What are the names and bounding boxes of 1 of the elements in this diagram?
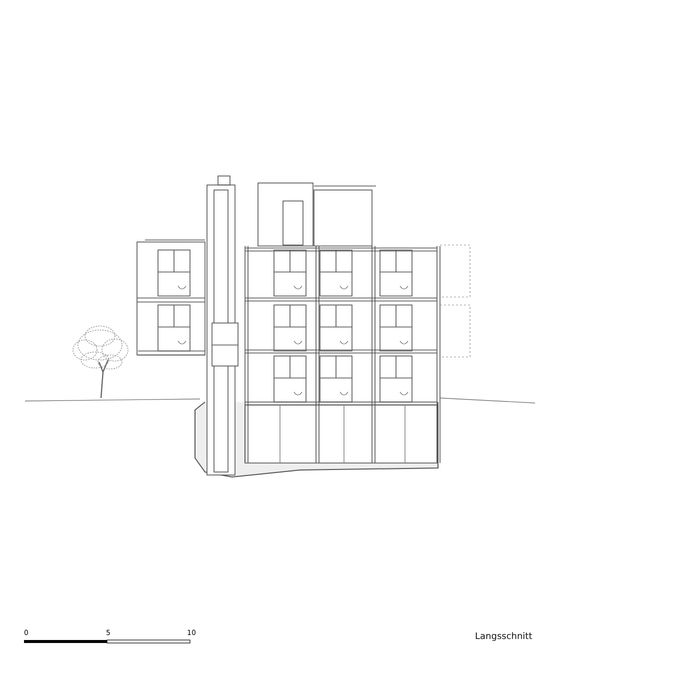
drawing-title: Langsschnitt xyxy=(475,632,532,642)
